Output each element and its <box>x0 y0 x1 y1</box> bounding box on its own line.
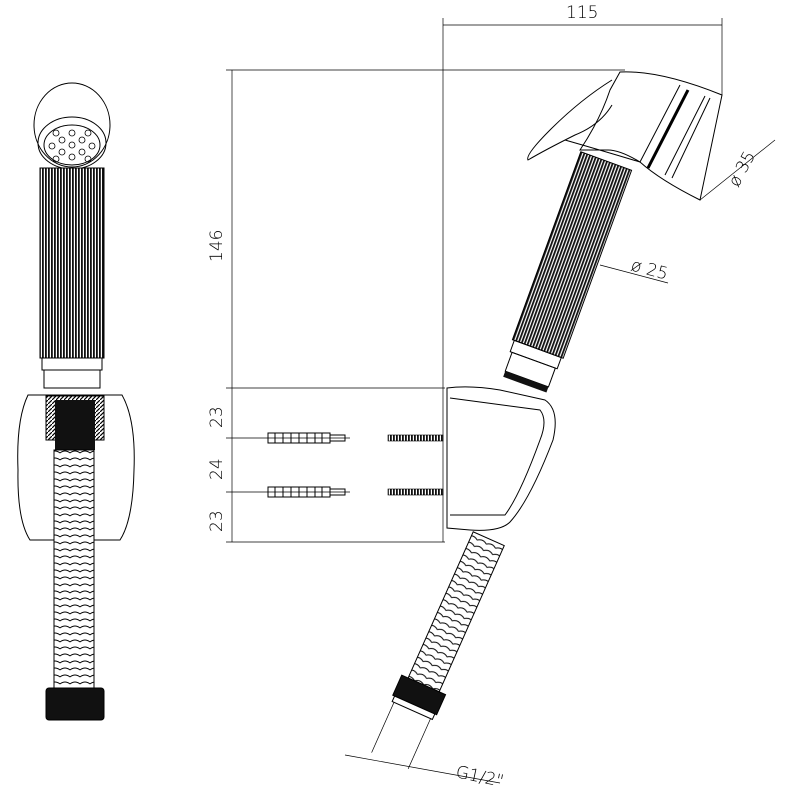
head-diameter-dimension: ø 35 <box>725 148 760 190</box>
dimension-lines <box>226 18 776 784</box>
spray-head <box>33 82 111 170</box>
ribbed-handle <box>39 167 105 359</box>
mount-top-dimension: 23 <box>207 406 227 428</box>
mount-middle-dimension: 24 <box>207 458 227 480</box>
front-view <box>17 82 135 721</box>
hose-side <box>407 531 505 693</box>
lever <box>527 79 613 161</box>
ribbed-handle-side <box>511 151 633 359</box>
width-dimension: 115 <box>566 3 598 23</box>
spray-head-side <box>527 71 723 201</box>
thread-dimension: G1/2" <box>454 762 505 792</box>
hose <box>53 449 95 689</box>
hose-nut <box>45 687 105 721</box>
wall-holder-side <box>446 386 556 531</box>
handle-diameter-dimension: ø 25 <box>629 256 670 285</box>
mount-bottom-dimension: 23 <box>207 510 227 532</box>
wall-plugs <box>267 432 444 498</box>
height-dimension: 146 <box>207 230 227 262</box>
side-view <box>371 71 723 770</box>
wall-holder <box>17 394 135 541</box>
